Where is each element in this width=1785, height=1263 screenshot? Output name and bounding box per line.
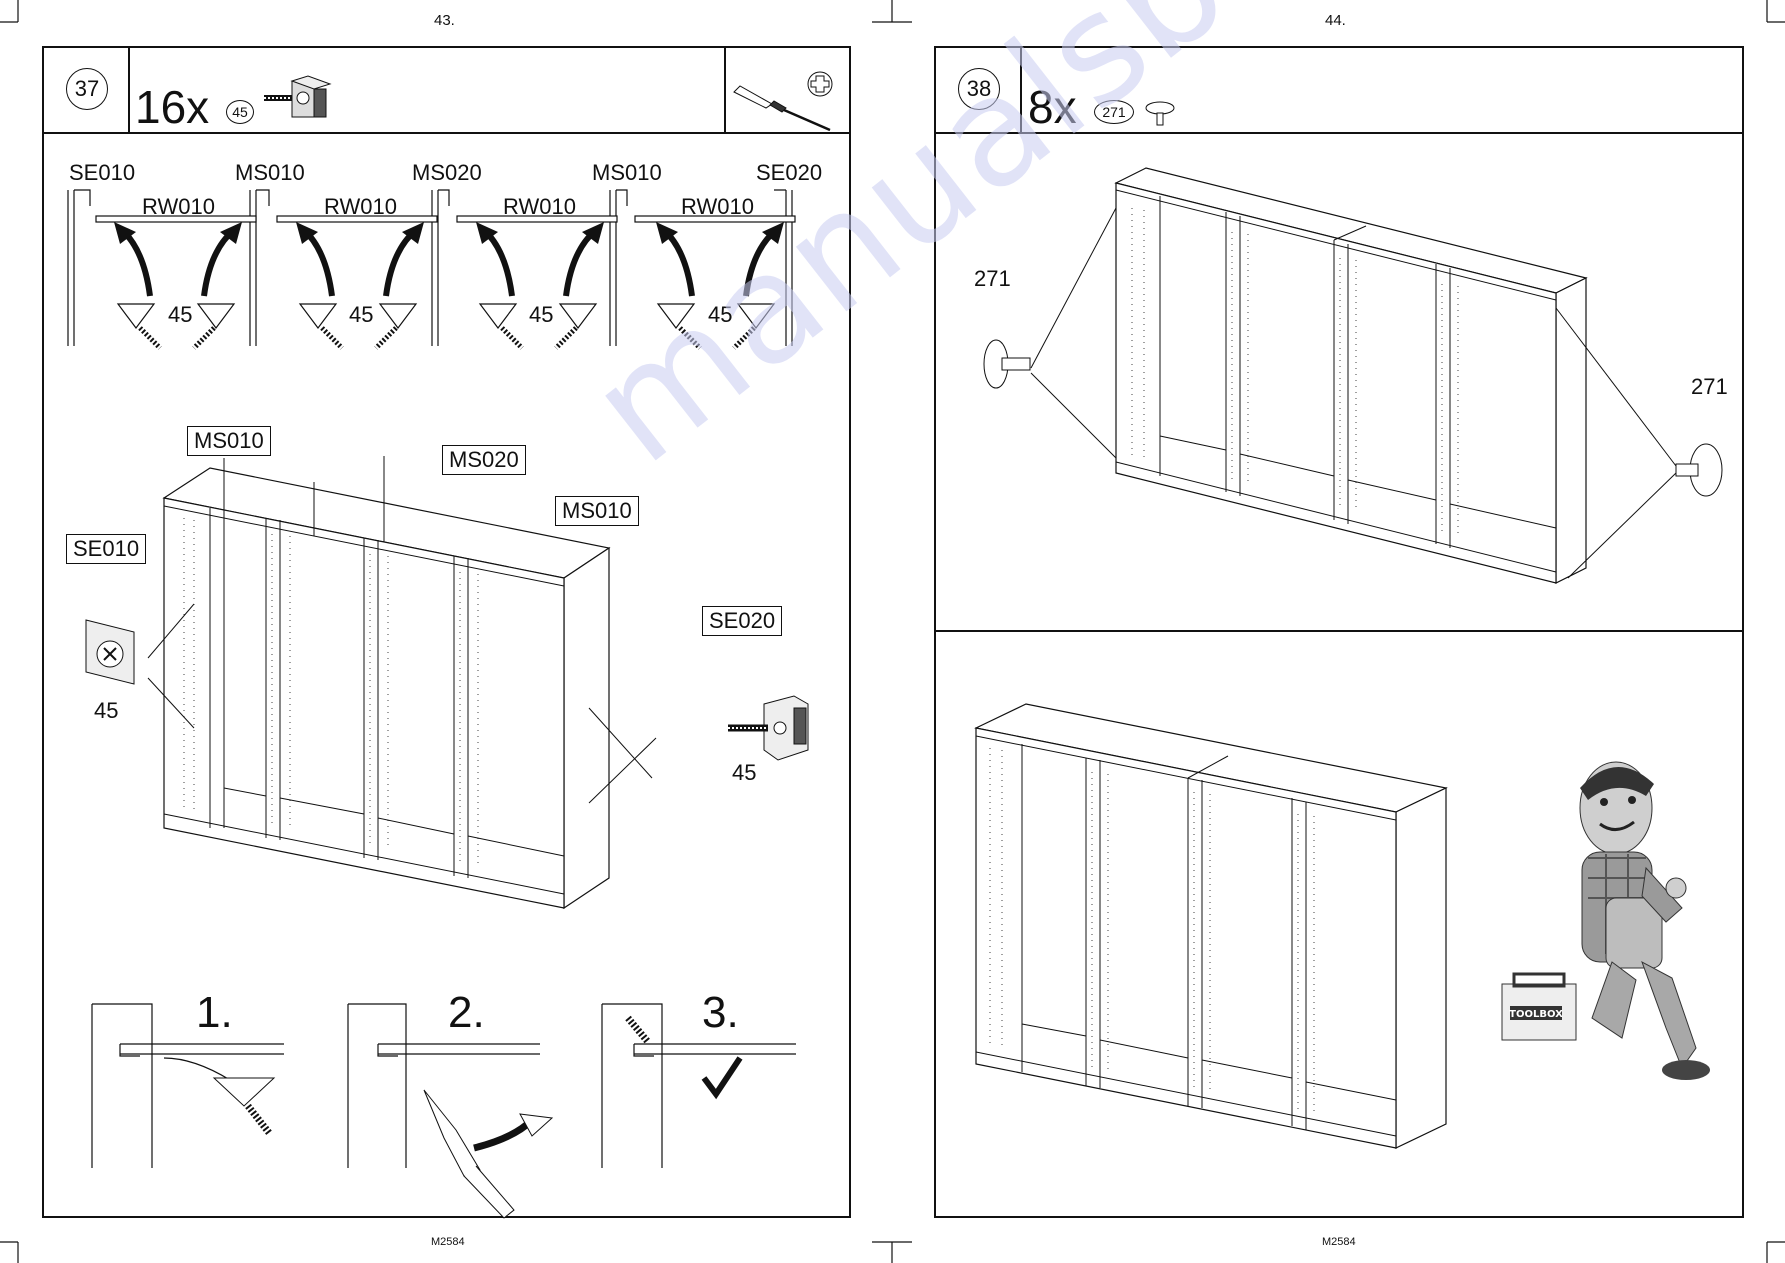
substep-2: 2. [448,988,485,1037]
callout-ms010: MS010 [187,426,271,456]
screw-label: 45 [349,302,374,327]
left-cap-callout: 271 [974,266,1011,291]
rail-label: RW010 [142,194,215,219]
rail-label: RW010 [681,194,754,219]
top-label-ms010: MS010 [592,160,662,185]
screw-label: 45 [168,302,193,327]
header-divider [44,132,849,134]
left-page-number: 43. [434,12,455,29]
header-separator [724,48,726,132]
top-label-se010: SE010 [69,160,136,185]
step-number: 38 [958,68,1000,110]
rail-diagram-row [67,189,796,350]
step-quantity: 16x [135,81,210,133]
header-separator [128,48,130,132]
step-38-panel: 38 8x 271 [934,46,1744,1218]
toolbox-label: TOOLBOX [1509,1009,1563,1020]
rail-label: RW010 [324,194,397,219]
callout-ms020: MS020 [442,445,526,475]
right-page-footer: M2584 [1322,1236,1356,1248]
cam-connector-icon [264,75,332,118]
right-cap-callout: 271 [1691,374,1728,399]
step-37-panel: 37 16x 45 SE010 MS010 MS020 MS010 SE020 … [42,46,851,1219]
section-divider [936,630,1742,632]
mascot-illustration: TOOLBOX [1501,761,1710,1080]
left-page-footer: M2584 [431,1236,465,1248]
left-detail-label: 45 [94,698,119,723]
wardrobe-caps-drawing [983,167,1723,584]
callout-se010: SE010 [66,534,147,564]
screwdriver-icon [733,71,833,132]
part-number-badge: 271 [1094,100,1134,124]
step-number: 37 [66,68,108,110]
substep-3: 3. [702,988,739,1037]
top-label-ms010: MS010 [235,160,305,185]
rail-label: RW010 [503,194,576,219]
part-number-badge: 45 [226,100,254,124]
connector-detail-icon [728,695,809,761]
right-detail-label: 45 [732,760,757,785]
callout-se020: SE020 [702,606,783,636]
wardrobe-frame-drawing [147,456,657,910]
top-label-se020: SE020 [756,160,823,185]
finished-wardrobe-drawing [974,703,1448,1149]
header-divider [936,132,1742,134]
screw-label: 45 [529,302,554,327]
top-label-ms020: MS020 [412,160,482,185]
substep-1: 1. [196,988,233,1037]
callout-ms010: MS010 [555,496,639,526]
right-page-number: 44. [1325,12,1346,29]
header-separator [1020,48,1022,132]
cam-lock-detail-icon [85,619,135,685]
screw-label: 45 [708,302,733,327]
step-quantity: 8x [1028,81,1077,133]
substep-diagrams [91,1003,796,1219]
cover-cap-icon [1145,101,1175,126]
